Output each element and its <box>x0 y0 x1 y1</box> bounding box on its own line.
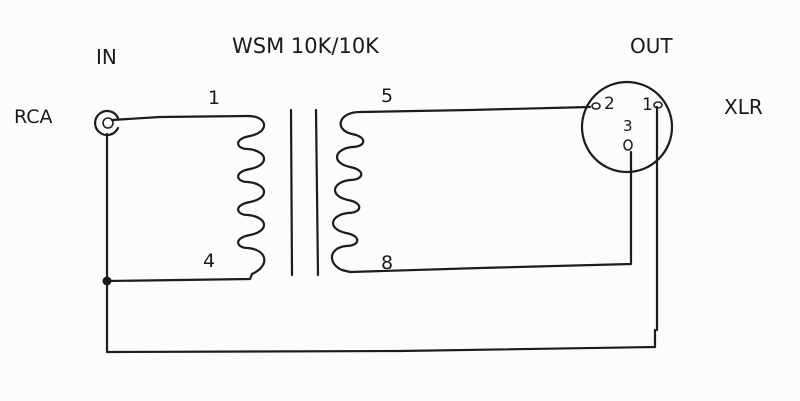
ground-return-wire <box>105 279 657 354</box>
secondary-wire-bottom <box>348 150 633 274</box>
transformer-core <box>289 108 320 277</box>
xlr-label: XLR <box>724 95 763 119</box>
output-label: OUT <box>630 34 673 58</box>
secondary-pin-8-label: 8 <box>381 252 393 274</box>
transformer-label: WSM 10K/10K <box>232 34 380 58</box>
xlr-pin-1-label: 1 <box>642 95 653 115</box>
secondary-coil <box>330 110 365 274</box>
primary-wire-top <box>110 114 250 122</box>
secondary-wire-top <box>358 105 592 114</box>
ground-junction-dot <box>102 276 112 286</box>
primary-coil <box>237 114 266 276</box>
primary-wire-bottom <box>105 272 254 283</box>
rca-label: RCA <box>14 106 53 128</box>
xlr-pin-3-label: 3 <box>623 117 633 135</box>
rca-connector-icon <box>94 109 120 137</box>
secondary-pin-5-label: 5 <box>381 85 393 107</box>
primary-pin-1-label: 1 <box>208 87 220 109</box>
xlr-pin-2-label: 2 <box>604 94 615 114</box>
primary-pin-4-label: 4 <box>203 250 215 272</box>
input-label: IN <box>96 45 117 69</box>
